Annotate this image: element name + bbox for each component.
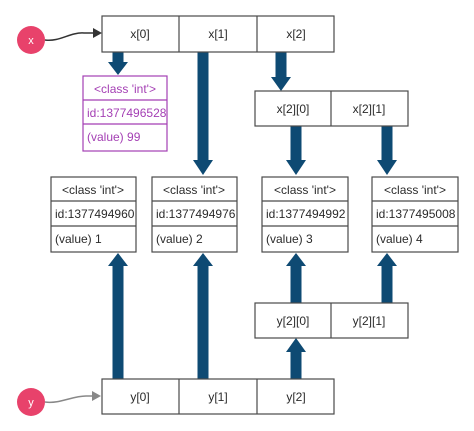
object-value: (value) 4 <box>376 232 423 246</box>
x-list-cell-0: x[0] <box>130 27 149 41</box>
object-id: id:1377494960 <box>55 207 135 221</box>
arrowhead-x0-to-obj99 <box>108 62 128 75</box>
y-list-box <box>101 378 335 415</box>
x2-list-cell-0: x[2][0] <box>277 102 310 116</box>
int-object-99: <class 'int'> id:1377496528 (value) 99 <box>82 75 168 152</box>
y-list-cell-0: y[0] <box>130 390 149 404</box>
arrowhead-y2-to-y2list <box>286 338 306 352</box>
variable-y: y <box>17 388 101 416</box>
variable-y-label: y <box>28 397 34 409</box>
variable-x: x <box>17 26 102 54</box>
object-box <box>82 75 168 152</box>
arrowhead-x21-to-obj4 <box>377 160 397 175</box>
object-value: (value) 3 <box>266 232 313 246</box>
int-object-2: <class 'int'> id:1377494976 (value) 2 <box>151 176 238 253</box>
y-list-cell-2: y[2] <box>286 390 305 404</box>
variable-x-node <box>17 26 45 54</box>
x-list-cell-2: x[2] <box>286 27 305 41</box>
object-box <box>151 176 238 253</box>
object-class: <class 'int'> <box>163 183 225 197</box>
object-class: <class 'int'> <box>274 183 336 197</box>
variable-y-pointer-head <box>92 391 101 401</box>
arrowhead-y21-to-obj4 <box>377 253 397 266</box>
arrowhead-y20-to-obj3 <box>286 253 306 266</box>
object-value: (value) 1 <box>55 232 102 246</box>
object-box <box>261 176 349 253</box>
variable-x-pointer-head <box>93 28 102 38</box>
int-object-1: <class 'int'> id:1377494960 (value) 1 <box>50 176 137 253</box>
x2-list-cell-1: x[2][1] <box>353 102 386 116</box>
arrowhead-x2-to-x2list <box>271 77 291 91</box>
x-list: x[0] x[1] x[2] <box>101 15 335 53</box>
y2-list: y[2][0] y[2][1] <box>254 302 409 339</box>
object-value: (value) 99 <box>87 130 141 144</box>
object-id: id:1377496528 <box>87 106 167 120</box>
int-object-4: <class 'int'> id:1377495008 (value) 4 <box>371 176 459 253</box>
arrowhead-x1-to-obj2 <box>193 160 213 175</box>
object-id: id:1377495008 <box>376 207 456 221</box>
variable-x-label: x <box>28 35 34 47</box>
variable-x-pointer <box>44 32 93 41</box>
variable-y-node <box>17 388 45 416</box>
y2-list-cell-0: y[2][0] <box>277 314 310 328</box>
object-class: <class 'int'> <box>94 82 156 96</box>
x2-list: x[2][0] x[2][1] <box>254 90 409 127</box>
object-value: (value) 2 <box>156 232 203 246</box>
arrows <box>108 52 397 379</box>
arrowhead-y0-to-obj1 <box>108 253 128 266</box>
variable-y-pointer <box>44 395 92 404</box>
object-class: <class 'int'> <box>384 183 446 197</box>
object-box <box>371 176 459 253</box>
y2-list-cell-1: y[2][1] <box>353 314 386 328</box>
x-list-cell-1: x[1] <box>208 27 227 41</box>
arrowhead-x20-to-obj3 <box>286 160 306 175</box>
y-list-cell-1: y[1] <box>208 390 227 404</box>
arrowhead-y1-to-obj2 <box>193 253 213 266</box>
object-class: <class 'int'> <box>62 183 124 197</box>
object-id: id:1377494992 <box>266 207 346 221</box>
int-object-3: <class 'int'> id:1377494992 (value) 3 <box>261 176 349 253</box>
object-box <box>50 176 137 253</box>
y-list: y[0] y[1] y[2] <box>101 378 335 415</box>
object-id: id:1377494976 <box>156 207 236 221</box>
x-list-box <box>101 15 335 53</box>
